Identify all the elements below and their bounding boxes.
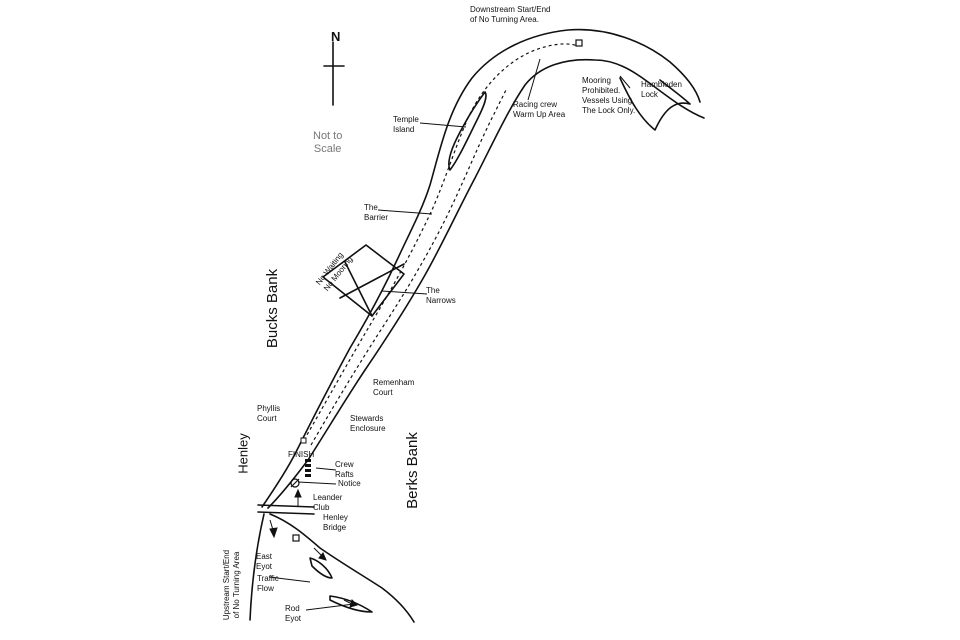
east-eyot: [309, 557, 333, 579]
label-crew-rafts: Crew Rafts: [335, 460, 354, 479]
label-notice: Notice: [338, 479, 361, 488]
river-bank-west: [261, 28, 701, 508]
no-mooring-box: [322, 244, 405, 317]
racing-course-east: [310, 89, 507, 446]
label-upstream-start-end: Upstream Start/End of No Turning Area: [222, 549, 241, 621]
label-the-narrows: The Narrows: [426, 286, 456, 305]
north-label: N: [331, 29, 341, 44]
lock-cut: [619, 77, 691, 131]
label-stewards-enclosure: Stewards Enclosure: [350, 414, 386, 433]
label-racing-crew-warm-up: Racing crew Warm Up Area: [513, 100, 566, 119]
downstream-marker: [575, 39, 583, 47]
scale-note: Not to Scale: [313, 130, 343, 155]
river-bank-east: [267, 58, 705, 509]
label-downstream-start-end: Downstream Start/End of No Turning Area.: [470, 5, 551, 24]
town-label-henley: Henley: [235, 433, 251, 474]
finish-marker: [300, 437, 307, 444]
label-the-barrier: The Barrier: [364, 203, 389, 222]
traffic-flow-arrows: [269, 488, 358, 608]
temple-island: [448, 91, 487, 171]
label-henley-bridge: Henley Bridge: [323, 513, 348, 532]
river-bank-lower-east: [269, 513, 415, 623]
bank-label-bucks: Bucks Bank: [264, 268, 282, 349]
racing-course-west: [303, 43, 579, 441]
label-rod-eyot: Rod Eyot: [285, 604, 302, 623]
label-finish: FINISH: [288, 450, 315, 459]
label-mooring-prohibited: Mooring Prohibited. Vessels Using The Lo…: [582, 76, 636, 115]
label-remenham-court: Remenham Court: [373, 378, 415, 397]
bank-label-berks: Berks Bank: [403, 432, 421, 509]
label-traffic-flow: Traffic Flow: [257, 574, 279, 593]
crew-rafts-icon: [305, 459, 311, 477]
river-bank-lower-west: [249, 513, 265, 621]
label-leander-club: Leander Club: [313, 493, 343, 512]
upstream-marker: [292, 534, 300, 542]
label-temple-island: Temple Island: [393, 115, 419, 134]
notice-icon: [290, 478, 300, 488]
rod-eyot: [329, 595, 373, 613]
label-hambleden-lock: Hambleden Lock: [641, 80, 682, 99]
label-phyllis-court: Phyllis Court: [257, 404, 281, 423]
label-east-eyot: East Eyot: [256, 552, 273, 571]
